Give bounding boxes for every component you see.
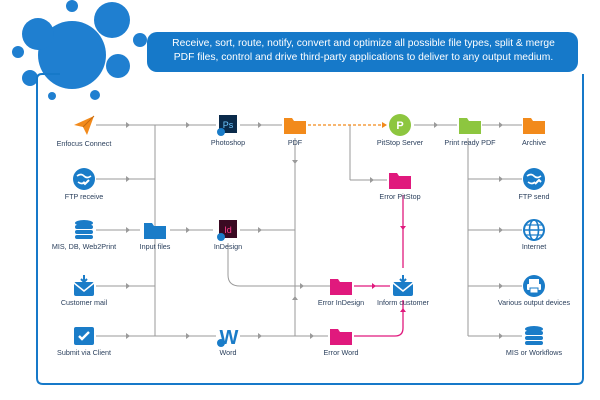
label-ftp-receive: FTP receive: [64, 192, 104, 201]
node-submit-client[interactable]: [74, 327, 94, 345]
node-mis-db[interactable]: [75, 220, 93, 239]
node-error-word[interactable]: [330, 329, 352, 345]
label-error-word: Error Word: [323, 348, 359, 357]
label-input-files: Input files: [139, 242, 171, 251]
mail-tray-icon: [73, 275, 95, 296]
label-inform-customer: Inform customer: [377, 298, 429, 307]
indesign-icon: Id: [217, 220, 237, 241]
node-word[interactable]: W: [217, 327, 239, 348]
label-customer-mail: Customer mail: [60, 298, 108, 307]
folder-error-icon: [389, 173, 411, 189]
node-pitstop-server[interactable]: P: [389, 114, 411, 136]
database-icon: [75, 220, 93, 239]
label-enfocus-connect: Enfocus Connect: [56, 139, 112, 148]
label-pitstop-server: PitStop Server: [376, 138, 424, 147]
label-output-devices: Various output devices: [497, 298, 571, 307]
globe-receive-icon: [73, 168, 95, 190]
folder-error-icon: [330, 329, 352, 345]
banner-line-2: PDF files, control and drive third-party…: [173, 51, 554, 63]
node-input-files[interactable]: [144, 223, 166, 239]
node-internet[interactable]: [523, 219, 545, 241]
node-error-pitstop[interactable]: [389, 173, 411, 189]
label-error-pitstop: Error PitStop: [379, 192, 421, 201]
intro-banner: Receive, sort, route, notify, convert an…: [147, 32, 578, 72]
database-icon: [525, 326, 543, 345]
label-internet: Internet: [521, 242, 547, 251]
folder-orange-icon: [284, 118, 306, 134]
label-pdf: PDF: [287, 138, 303, 147]
label-indesign: InDesign: [213, 242, 243, 251]
node-indesign[interactable]: Id: [217, 220, 237, 241]
label-archive: Archive: [522, 138, 546, 147]
globe-icon: [523, 219, 545, 241]
node-archive[interactable]: [523, 118, 545, 134]
node-pdf[interactable]: [284, 118, 306, 134]
folder-icon: [144, 223, 166, 239]
folder-orange-icon: [523, 118, 545, 134]
label-mis-workflows: MIS or Workflows: [505, 348, 563, 357]
banner-line-1: Receive, sort, route, notify, convert an…: [172, 38, 555, 49]
label-photoshop: Photoshop: [210, 138, 246, 147]
label-ftp-send: FTP send: [518, 192, 550, 201]
label-submit-client: Submit via Client: [57, 348, 111, 357]
node-photoshop[interactable]: Ps: [217, 115, 237, 136]
printer-icon: [523, 275, 545, 297]
paper-plane-icon: [74, 115, 95, 135]
label-print-ready-pdf: Print ready PDF: [444, 138, 496, 147]
frame-border: [36, 73, 584, 385]
label-word: Word: [219, 348, 237, 357]
node-inform-customer[interactable]: [392, 275, 414, 296]
pdf-to-pitstop-link: [308, 122, 387, 128]
label-error-indesign: Error InDesign: [317, 298, 365, 307]
node-output-devices[interactable]: [523, 275, 545, 297]
pitstop-icon: P: [389, 114, 411, 136]
indesign-glyph: Id: [224, 225, 232, 235]
photoshop-icon: Ps: [217, 115, 237, 136]
error-arrow-heads: [372, 226, 406, 312]
decorative-bubbles: [12, 0, 147, 100]
folder-green-icon: [459, 118, 481, 134]
photoshop-glyph: Ps: [223, 120, 234, 130]
error-notify-lines: [354, 195, 404, 337]
node-customer-mail[interactable]: [73, 275, 95, 296]
checkmark-window-icon: [74, 327, 94, 345]
node-enfocus-connect[interactable]: [74, 115, 95, 135]
pitstop-glyph: P: [396, 120, 403, 132]
label-mis-db: MIS, DB, Web2Print: [51, 242, 117, 251]
globe-send-icon: [523, 168, 545, 190]
node-ftp-send[interactable]: [523, 168, 545, 190]
node-mis-workflows[interactable]: [525, 326, 543, 345]
node-error-indesign[interactable]: [330, 279, 352, 295]
word-icon: W: [217, 327, 239, 348]
mail-tray-icon: [392, 275, 414, 296]
folder-error-icon: [330, 279, 352, 295]
node-ftp-receive[interactable]: [73, 168, 95, 190]
node-print-ready-pdf[interactable]: [459, 118, 481, 134]
arrow-heads: [126, 122, 503, 339]
